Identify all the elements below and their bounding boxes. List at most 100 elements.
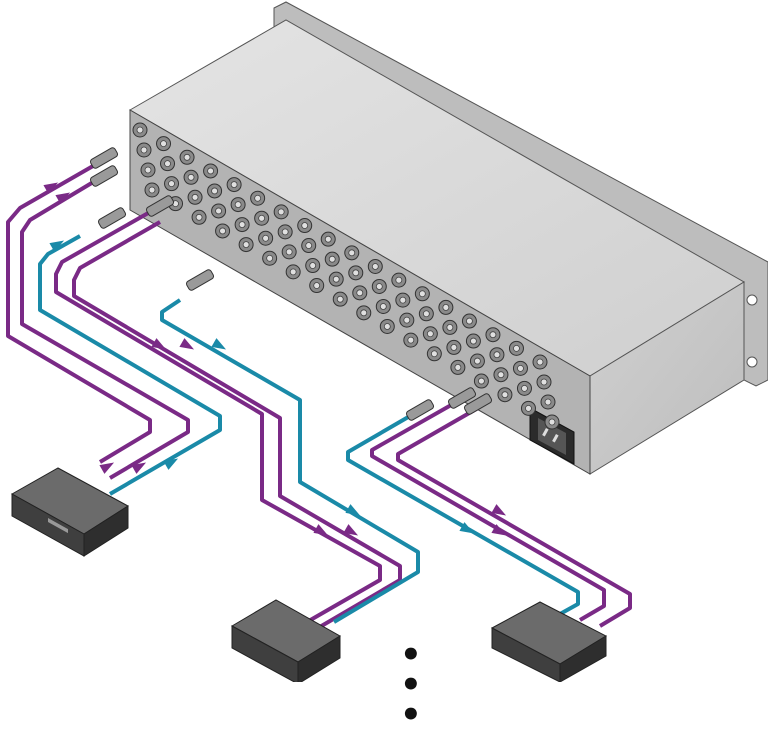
connector-pin	[501, 391, 509, 399]
cable-plug-icon	[97, 207, 127, 229]
connector-pin	[285, 248, 293, 256]
connector-pin	[242, 241, 250, 248]
connector-pin	[513, 344, 520, 352]
arrow-icon	[179, 338, 195, 350]
connector-pin	[474, 357, 481, 365]
connector-pin	[356, 289, 364, 297]
connector-pin	[144, 166, 152, 174]
connector-pin	[446, 324, 454, 331]
connector-pin	[211, 187, 218, 195]
connector-pin	[540, 378, 548, 386]
rack-hole	[746, 294, 758, 306]
source-device	[10, 467, 129, 557]
connector-pin	[521, 384, 528, 392]
connector-pin	[544, 398, 552, 406]
connector-pin	[442, 304, 450, 311]
connector-pin	[234, 201, 242, 208]
more-devices-ellipsis: • • •	[400, 635, 426, 735]
arrow-icon	[459, 522, 475, 534]
connector-pin	[230, 181, 238, 188]
connector-pin	[305, 242, 313, 249]
connector-pin	[148, 186, 156, 194]
arrow-icon	[49, 240, 65, 252]
connector-pin	[215, 207, 222, 215]
connector-pin	[332, 275, 340, 283]
connector-pin	[254, 194, 262, 202]
connector-pin	[525, 404, 532, 412]
connector-pin	[160, 140, 167, 148]
arrow-icon	[163, 458, 179, 470]
connector-pin	[517, 364, 524, 372]
arrow-icon	[491, 524, 507, 536]
arrow-icon	[211, 338, 227, 350]
connector-pin	[258, 214, 266, 222]
connector-pin	[497, 371, 505, 379]
cable-9	[396, 406, 632, 628]
connector-pin	[493, 351, 501, 359]
signal-arrows	[43, 182, 507, 536]
connector-pin	[454, 364, 462, 371]
connector-pin	[183, 153, 191, 161]
connector-pin	[336, 295, 344, 303]
cable-8	[370, 398, 606, 622]
connector-pin	[395, 276, 403, 284]
connector-pin	[301, 222, 309, 229]
connector-pin	[383, 323, 391, 330]
connector-pin	[407, 336, 415, 344]
connector-pin	[187, 173, 195, 181]
connector-pin	[191, 193, 199, 201]
connector-pin	[140, 146, 148, 154]
connector-pin	[324, 235, 332, 243]
connector-pin	[450, 344, 458, 351]
cable-bundle	[6, 160, 632, 630]
connector-pin	[489, 331, 497, 339]
connector-pin	[352, 269, 360, 277]
connector-pin	[164, 160, 171, 168]
cable-plug-icon	[89, 147, 119, 169]
cable-plug-icon	[447, 387, 477, 409]
connector-pin	[422, 310, 430, 318]
rear-connector-grid	[132, 122, 560, 430]
connector-pin	[548, 418, 556, 426]
arrow-icon	[313, 524, 329, 536]
cable-plug-icon	[185, 269, 215, 291]
connector-pin	[536, 358, 544, 366]
connector-pin	[281, 228, 289, 236]
connector-pin	[313, 282, 321, 289]
connector-pin	[430, 350, 438, 358]
connector-pin	[266, 254, 274, 262]
destination-device-2	[490, 601, 608, 682]
connector-pin	[379, 303, 387, 310]
cable-1	[6, 160, 152, 464]
arrow-icon	[151, 338, 167, 350]
cable-plugs	[89, 147, 493, 421]
arrow-icon	[55, 192, 71, 204]
cable-3	[38, 234, 222, 496]
connector-pin	[328, 255, 336, 263]
cable-5	[72, 220, 402, 630]
cable-plug-icon	[463, 393, 493, 415]
connector-pin	[470, 337, 477, 345]
cable-plug-icon	[145, 195, 175, 217]
power-inlet-icon	[529, 407, 575, 465]
connector-pin	[207, 167, 214, 175]
connector-pin	[238, 221, 246, 228]
connector-pin	[309, 262, 317, 269]
connector-pin	[360, 309, 368, 317]
connector-pin	[375, 283, 383, 290]
arrow-icon	[491, 504, 507, 516]
connector-pin	[399, 296, 407, 304]
connector-pin	[262, 234, 270, 242]
arrow-icon	[99, 462, 115, 474]
cable-plug-icon	[405, 399, 435, 421]
connector-pin	[466, 317, 473, 325]
connector-pin	[478, 377, 485, 385]
connector-pin	[195, 213, 203, 221]
connection-diagram	[6, 1, 768, 682]
arrow-icon	[345, 504, 361, 516]
cable-plug-icon	[89, 165, 119, 187]
connector-pin	[277, 208, 285, 216]
connector-pin	[168, 180, 175, 188]
connector-pin	[371, 263, 379, 270]
connector-pin	[348, 249, 356, 257]
